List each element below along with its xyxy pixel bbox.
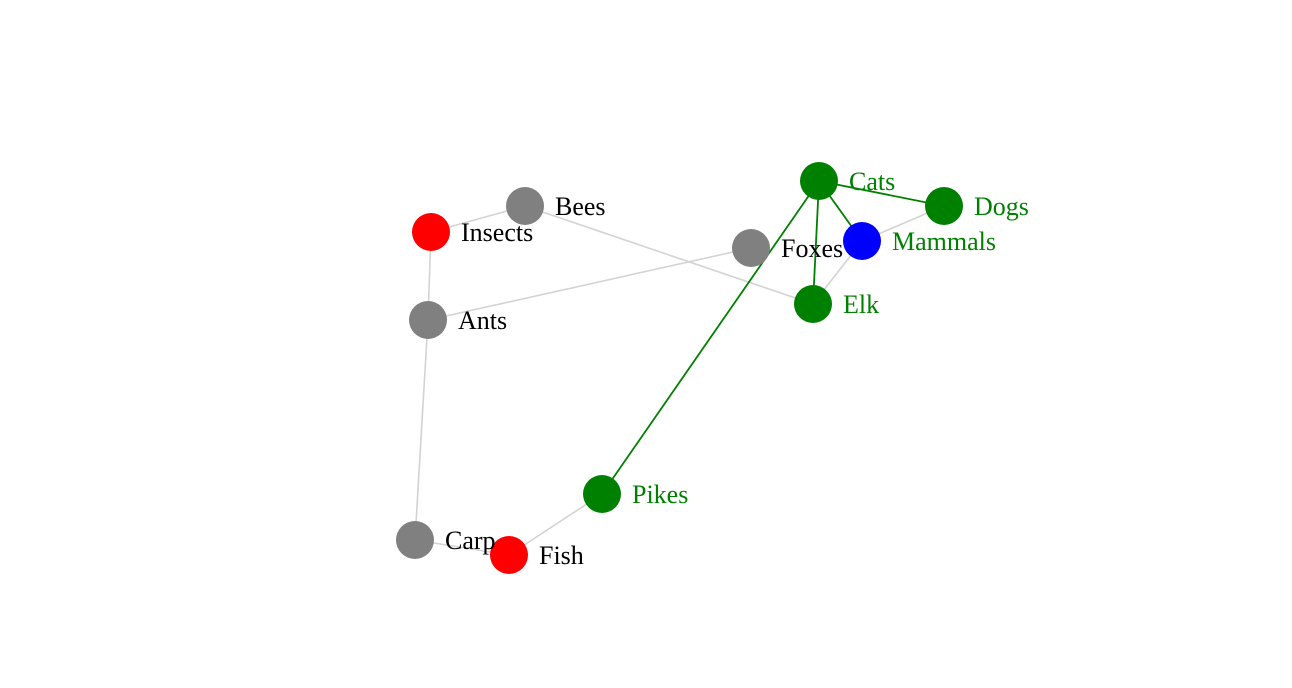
- edge-ants-carp: [414, 319, 429, 541]
- edge-ants-foxes: [427, 247, 752, 321]
- edge-bees-elk: [524, 205, 814, 305]
- node-insects[interactable]: [412, 213, 450, 251]
- node-dogs[interactable]: [925, 187, 963, 225]
- node-label-insects: Insects: [461, 218, 533, 247]
- node-fish[interactable]: [490, 536, 528, 574]
- node-label-mammals: Mammals: [892, 227, 996, 256]
- node-label-elk: Elk: [843, 290, 879, 319]
- node-bees[interactable]: [506, 187, 544, 225]
- node-label-ants: Ants: [458, 306, 507, 335]
- node-cats[interactable]: [800, 162, 838, 200]
- node-carp[interactable]: [396, 521, 434, 559]
- node-label-bees: Bees: [555, 192, 606, 221]
- node-label-carp: Carp: [445, 526, 496, 555]
- node-layer: [396, 162, 963, 574]
- node-label-fish: Fish: [539, 541, 584, 570]
- node-label-foxes: Foxes: [781, 234, 843, 263]
- edge-cats-elk: [812, 180, 820, 305]
- node-foxes[interactable]: [732, 229, 770, 267]
- edge-cats-pikes: [601, 180, 820, 495]
- node-elk[interactable]: [794, 285, 832, 323]
- node-ants[interactable]: [409, 301, 447, 339]
- node-mammals[interactable]: [843, 222, 881, 260]
- edge-cats-dogs: [818, 180, 945, 207]
- node-label-pikes: Pikes: [632, 480, 688, 509]
- node-label-cats: Cats: [849, 167, 895, 196]
- node-label-dogs: Dogs: [974, 192, 1029, 221]
- node-pikes[interactable]: [583, 475, 621, 513]
